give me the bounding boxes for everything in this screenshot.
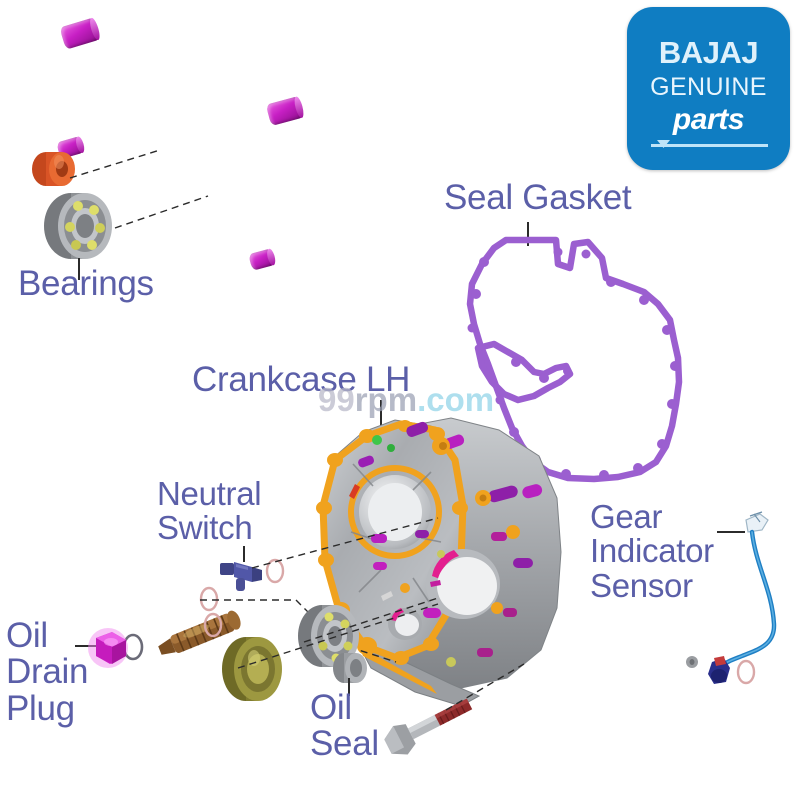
logo-parts-text: parts — [672, 103, 745, 136]
neutral-switch-leader-line — [243, 546, 245, 562]
washer-ring — [265, 558, 285, 584]
label-bearings: Bearings — [18, 264, 154, 303]
watermark-suffix: .com — [417, 381, 495, 418]
label-oil-seal: Oil Seal — [310, 688, 379, 764]
crankcase-lh-part — [316, 417, 562, 707]
crankcase-leader-line — [380, 400, 382, 440]
logo-genuine-text: GENUINE — [650, 73, 767, 101]
washer-ring — [203, 612, 223, 638]
logo-underline — [651, 144, 768, 147]
bolt-leader-dashes — [445, 663, 525, 711]
oil-drain-plug-part — [88, 628, 128, 668]
washer-ring — [199, 586, 219, 612]
ball-bearing-part — [298, 605, 359, 667]
neutral-switch-part — [220, 562, 262, 591]
label-oil-drain-plug: Oil Drain Plug — [6, 616, 89, 728]
oil-drain-plug-leader-line — [75, 645, 101, 647]
watermark-99rpm: 99rpm.com — [318, 381, 494, 419]
dowel-pin — [265, 95, 305, 127]
oil-seal-leader-line — [348, 678, 350, 696]
bajaj-genuine-parts-logo: BAJAJ GENUINE parts — [627, 7, 790, 170]
seal-gasket-leader-line — [527, 222, 529, 246]
watermark-prefix: 99 — [318, 381, 355, 418]
neutral-switch-leader-dashes — [251, 517, 439, 569]
collar-bush-part — [333, 653, 367, 683]
gear-indicator-sensor-part — [686, 511, 777, 685]
label-neutral-switch: Neutral Switch — [157, 475, 262, 547]
gear-sensor-leader-line — [717, 531, 745, 533]
watermark-mid: rpm — [354, 381, 418, 418]
bushing-part — [32, 152, 75, 186]
label-gear-indicator-sensor: Gear Indicator Sensor — [590, 498, 714, 604]
logo-brand-text: BAJAJ — [658, 35, 759, 70]
logo-chevron-icon — [657, 140, 670, 148]
seal-gasket-part — [466, 236, 683, 483]
label-seal-gasket: Seal Gasket — [444, 178, 632, 217]
label-crankcase-lh: Crankcase LH — [192, 360, 411, 399]
flange-bolt-part — [384, 698, 473, 755]
dowel-pin — [59, 17, 101, 50]
oil-strainer-part — [158, 610, 241, 655]
ball-bearing-part — [44, 193, 112, 259]
bearings-leader-line — [78, 258, 80, 280]
bearing-leader-lines — [69, 149, 209, 229]
oil-seal-part — [222, 637, 282, 701]
strainer-leader-dashes — [200, 599, 397, 663]
dowel-pin — [248, 248, 276, 271]
oilseal-bearing-leader-dashes — [237, 597, 439, 669]
